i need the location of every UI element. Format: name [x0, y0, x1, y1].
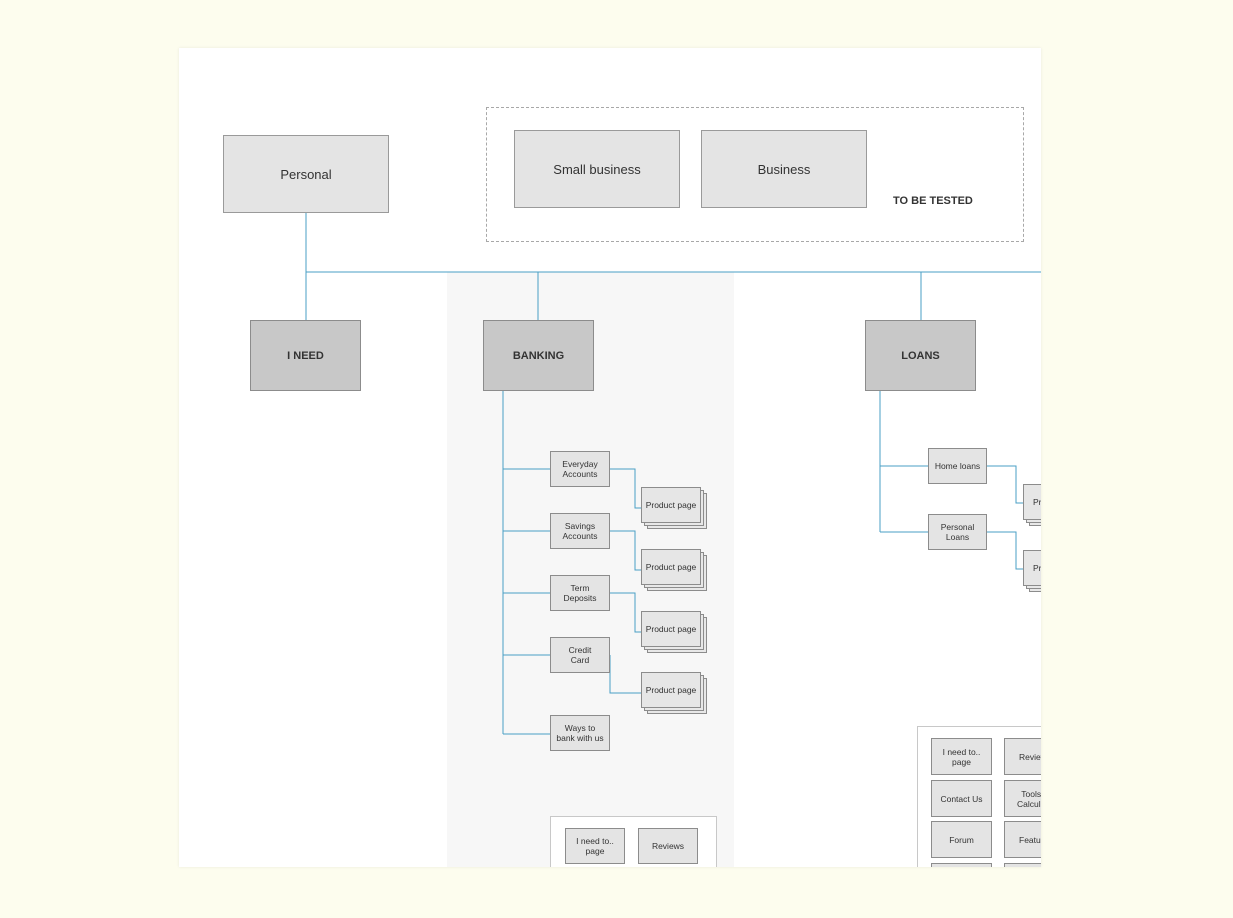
- next-box-partial[interactable]: [1004, 863, 1041, 867]
- loans-box[interactable]: LOANS: [865, 320, 976, 391]
- i-need-box[interactable]: I NEED: [250, 320, 361, 391]
- features-box[interactable]: Featur: [1004, 821, 1041, 858]
- product-page-stack[interactable]: Product page: [641, 611, 707, 653]
- connector: [610, 468, 641, 509]
- personal-loans-box[interactable]: Personal Loans: [928, 514, 987, 550]
- connector: [609, 655, 641, 694]
- connector: [610, 530, 641, 571]
- product-page-stack[interactable]: Pr: [1023, 550, 1041, 592]
- small-business-box[interactable]: Small business: [514, 130, 680, 208]
- i-need-to-page-box[interactable]: I need to.. page: [931, 738, 992, 775]
- reviews-box[interactable]: Reviews: [638, 828, 698, 864]
- tools-calculators-box[interactable]: Tools Calcula: [1004, 780, 1041, 817]
- credit-card-box[interactable]: Credit Card: [550, 637, 610, 673]
- product-page-stack[interactable]: Product page: [641, 549, 707, 591]
- i-need-to-page-box[interactable]: I need to.. page: [565, 828, 625, 864]
- product-page-stack[interactable]: Product page: [641, 487, 707, 529]
- product-page-label: Pr: [1023, 550, 1041, 586]
- home-loans-box[interactable]: Home loans: [928, 448, 987, 484]
- product-page-label: Product page: [641, 611, 701, 647]
- personal-box[interactable]: Personal: [223, 135, 389, 213]
- contact-us-box[interactable]: Contact Us: [931, 780, 992, 817]
- connector: [987, 531, 1023, 570]
- connector: [987, 465, 1023, 504]
- next-box-partial[interactable]: [931, 863, 992, 867]
- ways-to-bank-box[interactable]: Ways to bank with us: [550, 715, 610, 751]
- reviews-box[interactable]: Review: [1004, 738, 1041, 775]
- savings-accounts-box[interactable]: Savings Accounts: [550, 513, 610, 549]
- product-page-stack[interactable]: Product page: [641, 672, 707, 714]
- product-page-label: Product page: [641, 487, 701, 523]
- to-be-tested-group: [486, 107, 1024, 242]
- term-deposits-box[interactable]: Term Deposits: [550, 575, 610, 611]
- banking-box[interactable]: BANKING: [483, 320, 594, 391]
- to-be-tested-label: TO BE TESTED: [893, 195, 973, 207]
- product-page-label: Product page: [641, 549, 701, 585]
- product-page-stack[interactable]: Pr: [1023, 484, 1041, 526]
- connector-lines: [305, 213, 1041, 735]
- sitemap-canvas: Personal Small business Business TO BE T…: [179, 48, 1041, 867]
- product-page-label: Pr: [1023, 484, 1041, 520]
- forum-box[interactable]: Forum: [931, 821, 992, 858]
- product-page-label: Product page: [641, 672, 701, 708]
- business-box[interactable]: Business: [701, 130, 867, 208]
- connector: [610, 592, 641, 633]
- everyday-accounts-box[interactable]: Everyday Accounts: [550, 451, 610, 487]
